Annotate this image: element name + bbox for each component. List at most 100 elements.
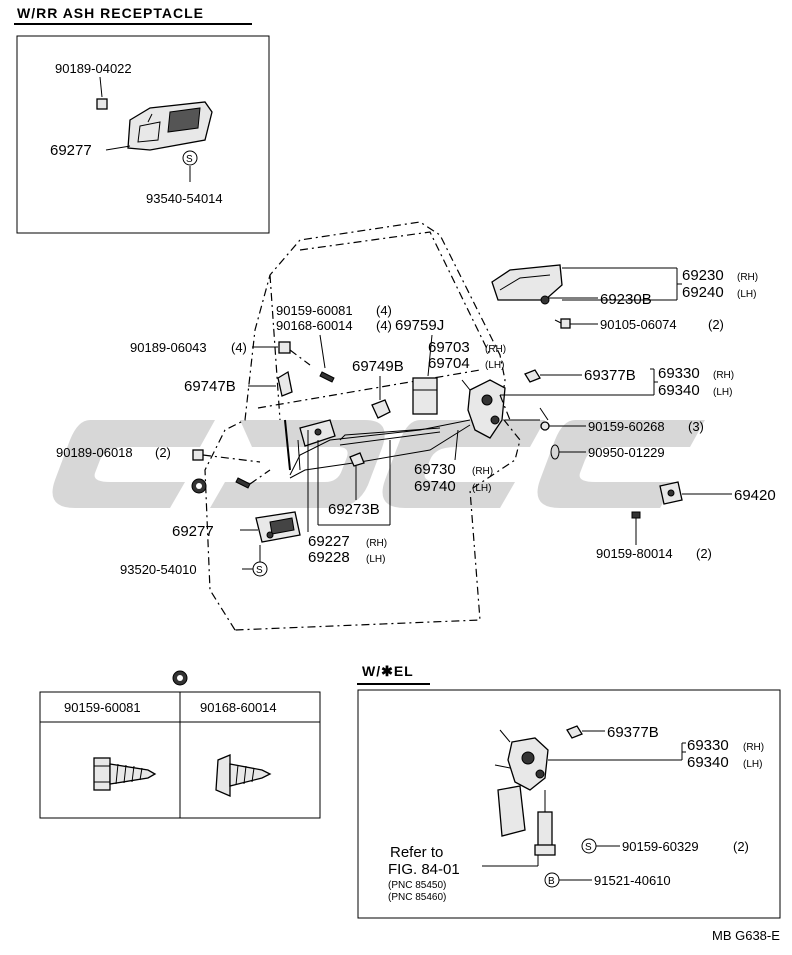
- rod-guide-icon: [277, 370, 293, 397]
- fastener-table: 90159-60081 90168-60014: [39, 670, 321, 819]
- clip-icon: [96, 98, 108, 110]
- striker-icon: [659, 481, 683, 505]
- svg-text:(LH): (LH): [737, 289, 756, 300]
- label-90189-04022: 90189-04022: [55, 61, 132, 76]
- label-69230b: 69230B: [600, 291, 652, 308]
- link-rods: [284, 419, 471, 479]
- label-69740: 69740: [414, 478, 456, 495]
- label-69330: 69330: [658, 365, 700, 382]
- pan-head-screw-icon: [215, 754, 272, 797]
- ash-receptacle-inset: W/RR ASH RECEPTACLE 90189-04022 69277 S …: [14, 5, 270, 234]
- inside-handle-icon: [255, 511, 301, 543]
- svg-text:(LH): (LH): [472, 483, 491, 494]
- label-69747b: 69747B: [184, 378, 236, 395]
- screw-icon: [235, 477, 251, 489]
- lock-control-icon: [412, 377, 438, 415]
- label-69227: 69227: [308, 533, 350, 550]
- cable-clip-icon: [524, 369, 541, 383]
- svg-text:(3): (3): [688, 419, 704, 434]
- refer-figure: FIG. 84-01: [388, 861, 460, 878]
- svg-text:(LH): (LH): [366, 554, 385, 565]
- label-93540-54014: 93540-54014: [146, 191, 223, 206]
- label-69749b: 69749B: [352, 358, 404, 375]
- rod-clip-icon: [349, 452, 365, 467]
- cable-clip-icon: [566, 725, 583, 739]
- svg-text:(RH): (RH): [366, 538, 387, 549]
- label-90168-60014: 90168-60014: [276, 318, 353, 333]
- label-90189-06043: 90189-06043: [130, 340, 207, 355]
- ash-receptacle-frame: [16, 35, 270, 234]
- hex-bolt-screw-icon: [93, 757, 157, 791]
- label-69420: 69420: [734, 487, 776, 504]
- label-91521-40610: 91521-40610: [594, 873, 671, 888]
- label-69340-el: 69340: [687, 754, 729, 771]
- door-lock-icon: [461, 379, 506, 439]
- label-69703: 69703: [428, 339, 470, 356]
- ash-receptacle-title: W/RR ASH RECEPTACLE: [17, 5, 204, 21]
- label-69730: 69730: [414, 461, 456, 478]
- screw-s-symbol-icon: [182, 150, 198, 166]
- svg-text:(2): (2): [155, 445, 171, 460]
- label-69704: 69704: [428, 355, 470, 372]
- ash-receptacle-icon: [127, 101, 213, 151]
- figure-code: MB G638-E: [712, 928, 780, 943]
- svg-text:(2): (2): [708, 317, 724, 332]
- table-col-90159-60081: 90159-60081: [64, 700, 141, 715]
- svg-text:(2): (2): [733, 839, 749, 854]
- label-69277-inset: 69277: [50, 142, 92, 159]
- svg-text:(RH): (RH): [737, 272, 758, 283]
- label-90950-01229: 90950-01229: [588, 445, 665, 460]
- door-outline: [204, 221, 521, 631]
- label-69230: 69230: [682, 267, 724, 284]
- svg-text:(4): (4): [376, 303, 392, 318]
- label-90159-60081: 90159-60081: [276, 303, 353, 318]
- svg-text:(4): (4): [376, 318, 392, 333]
- svg-text:(LH): (LH): [713, 387, 732, 398]
- svg-text:(2): (2): [696, 546, 712, 561]
- svg-text:(LH): (LH): [743, 759, 762, 770]
- refer-pnc-85460: (PNC 85460): [388, 892, 446, 903]
- label-69377b: 69377B: [584, 367, 636, 384]
- svg-text:(RH): (RH): [472, 466, 493, 477]
- svg-text:(RH): (RH): [713, 370, 734, 381]
- label-69377b-el: 69377B: [607, 724, 659, 741]
- label-69330-el: 69330: [687, 737, 729, 754]
- svg-text:B: B: [548, 876, 555, 887]
- label-90189-06018: 90189-06018: [56, 445, 133, 460]
- screw-icon: [540, 421, 556, 431]
- label-90159-80014: 90159-80014: [596, 546, 673, 561]
- refer-pnc-85450: (PNC 85450): [388, 880, 446, 891]
- clip-icon: [192, 449, 204, 461]
- label-69273b: 69273B: [328, 501, 380, 518]
- label-69277: 69277: [172, 523, 214, 540]
- label-69340: 69340: [658, 382, 700, 399]
- el-inset: W/✱EL 69377B 69330 (RH) 69340 (LH) S 90: [357, 663, 781, 919]
- screw-icon: [631, 511, 641, 526]
- el-inset-frame: [357, 689, 781, 919]
- label-69228: 69228: [308, 549, 350, 566]
- outside-handle-icon: [491, 264, 563, 305]
- label-90105-06074: 90105-06074: [600, 317, 677, 332]
- svg-text:(LH): (LH): [485, 360, 504, 371]
- screw-icon: [319, 371, 335, 383]
- refer-to-text: Refer to: [390, 844, 443, 861]
- svg-text:(4): (4): [231, 340, 247, 355]
- bolt-icon: [554, 318, 571, 329]
- inside-handle-bracket-icon: [299, 419, 336, 447]
- rod-clip-icon: [371, 399, 391, 419]
- svg-text:(RH): (RH): [485, 344, 506, 355]
- door-lock-actuator-icon: [494, 729, 556, 856]
- label-90159-60329: 90159-60329: [622, 839, 699, 854]
- door-assembly: 69230 (RH) 69240 (LH) 69230B 90105-06074…: [56, 221, 776, 631]
- label-69240: 69240: [682, 284, 724, 301]
- svg-text:S: S: [186, 154, 193, 165]
- table-col-90168-60014: 90168-60014: [200, 700, 277, 715]
- label-90159-60268: 90159-60268: [588, 419, 665, 434]
- label-93520-54010: 93520-54010: [120, 562, 197, 577]
- svg-text:S: S: [256, 565, 263, 576]
- label-69759j: 69759J: [395, 317, 444, 334]
- svg-text:S: S: [585, 842, 592, 853]
- clip-icon: [278, 341, 291, 354]
